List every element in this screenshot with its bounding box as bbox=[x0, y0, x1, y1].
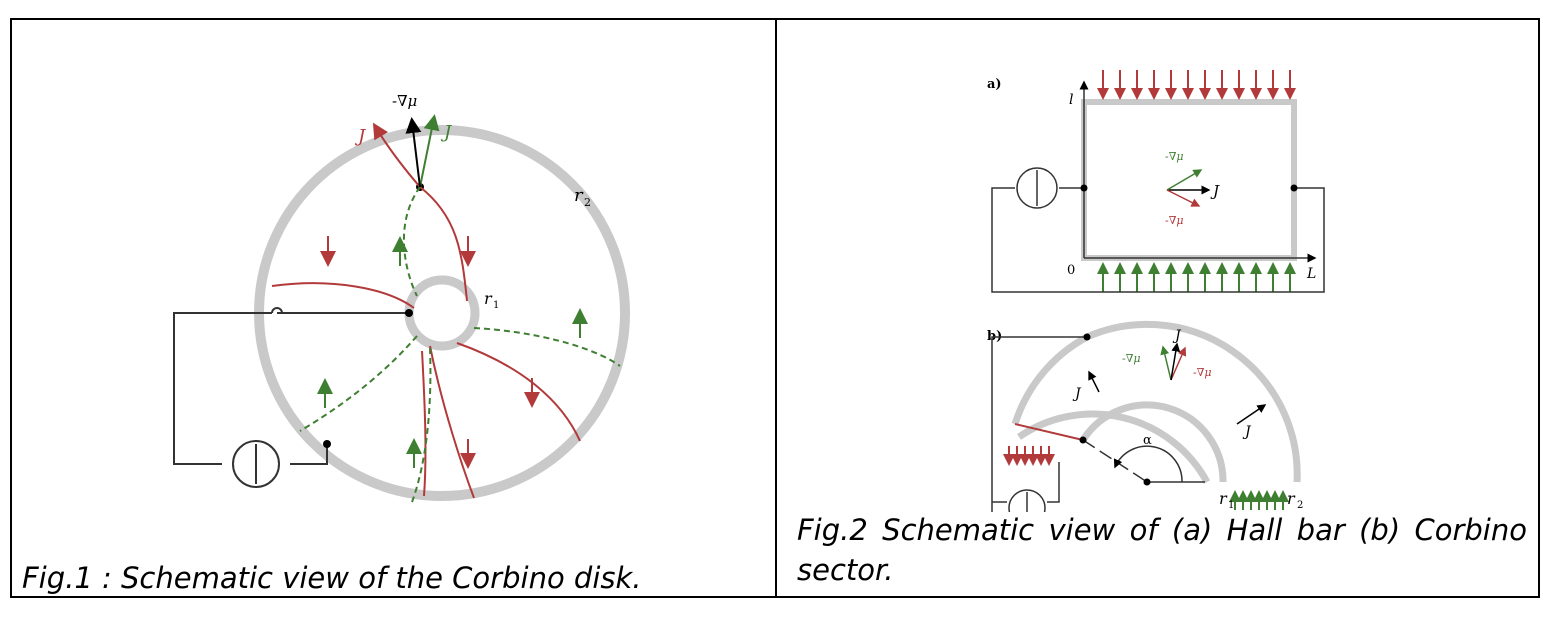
svg-text:2: 2 bbox=[1297, 500, 1303, 511]
outer-radius-label: r bbox=[574, 185, 584, 206]
j-up-label: J bbox=[440, 122, 453, 143]
svg-text:2: 2 bbox=[584, 196, 591, 209]
hall-bar-corbino-sector-diagram: a) l 0 L bbox=[987, 70, 1325, 512]
svg-text:r: r bbox=[1219, 489, 1228, 508]
j-down-label: J bbox=[354, 126, 367, 147]
svg-text:L: L bbox=[1306, 266, 1316, 282]
svg-text:-∇μ: -∇μ bbox=[1193, 366, 1212, 379]
grad-mu-label: -∇μ bbox=[392, 92, 417, 110]
svg-text:-∇μ: -∇μ bbox=[1122, 352, 1141, 365]
svg-text:1: 1 bbox=[493, 300, 499, 311]
corbino-disk-diagram: r 2 r 1 J J -∇μ bbox=[173, 92, 630, 503]
corbino-sector-panel: b) α bbox=[987, 320, 1303, 512]
svg-text:l: l bbox=[1069, 92, 1073, 108]
hall-bar-panel: a) l 0 L bbox=[987, 70, 1325, 293]
svg-text:0: 0 bbox=[1067, 263, 1075, 278]
svg-text:J: J bbox=[1172, 328, 1182, 344]
svg-text:α: α bbox=[1143, 433, 1152, 448]
svg-text:-∇μ: -∇μ bbox=[1165, 150, 1184, 163]
svg-text:r: r bbox=[1287, 489, 1296, 508]
svg-text:-∇μ: -∇μ bbox=[1165, 214, 1184, 227]
inner-radius-label: r bbox=[484, 289, 493, 308]
figure-1-cell: r 2 r 1 J J -∇μ Fig.1 : Schematic view o… bbox=[12, 18, 775, 598]
svg-text:J: J bbox=[1210, 182, 1220, 200]
figure-1-caption: Fig.1 : Schematic view of the Corbino di… bbox=[22, 561, 642, 595]
svg-text:1: 1 bbox=[1228, 500, 1234, 511]
figure-2-caption: Fig.2 Schematic view of (a) Hall bar (b)… bbox=[797, 513, 1527, 587]
table-divider bbox=[775, 18, 777, 598]
circuit-wire bbox=[173, 307, 409, 465]
svg-text:J: J bbox=[1242, 424, 1252, 440]
svg-text:J: J bbox=[1072, 386, 1082, 402]
figure-2-cell: a) l 0 L bbox=[777, 18, 1538, 598]
svg-text:a): a) bbox=[987, 77, 1002, 92]
